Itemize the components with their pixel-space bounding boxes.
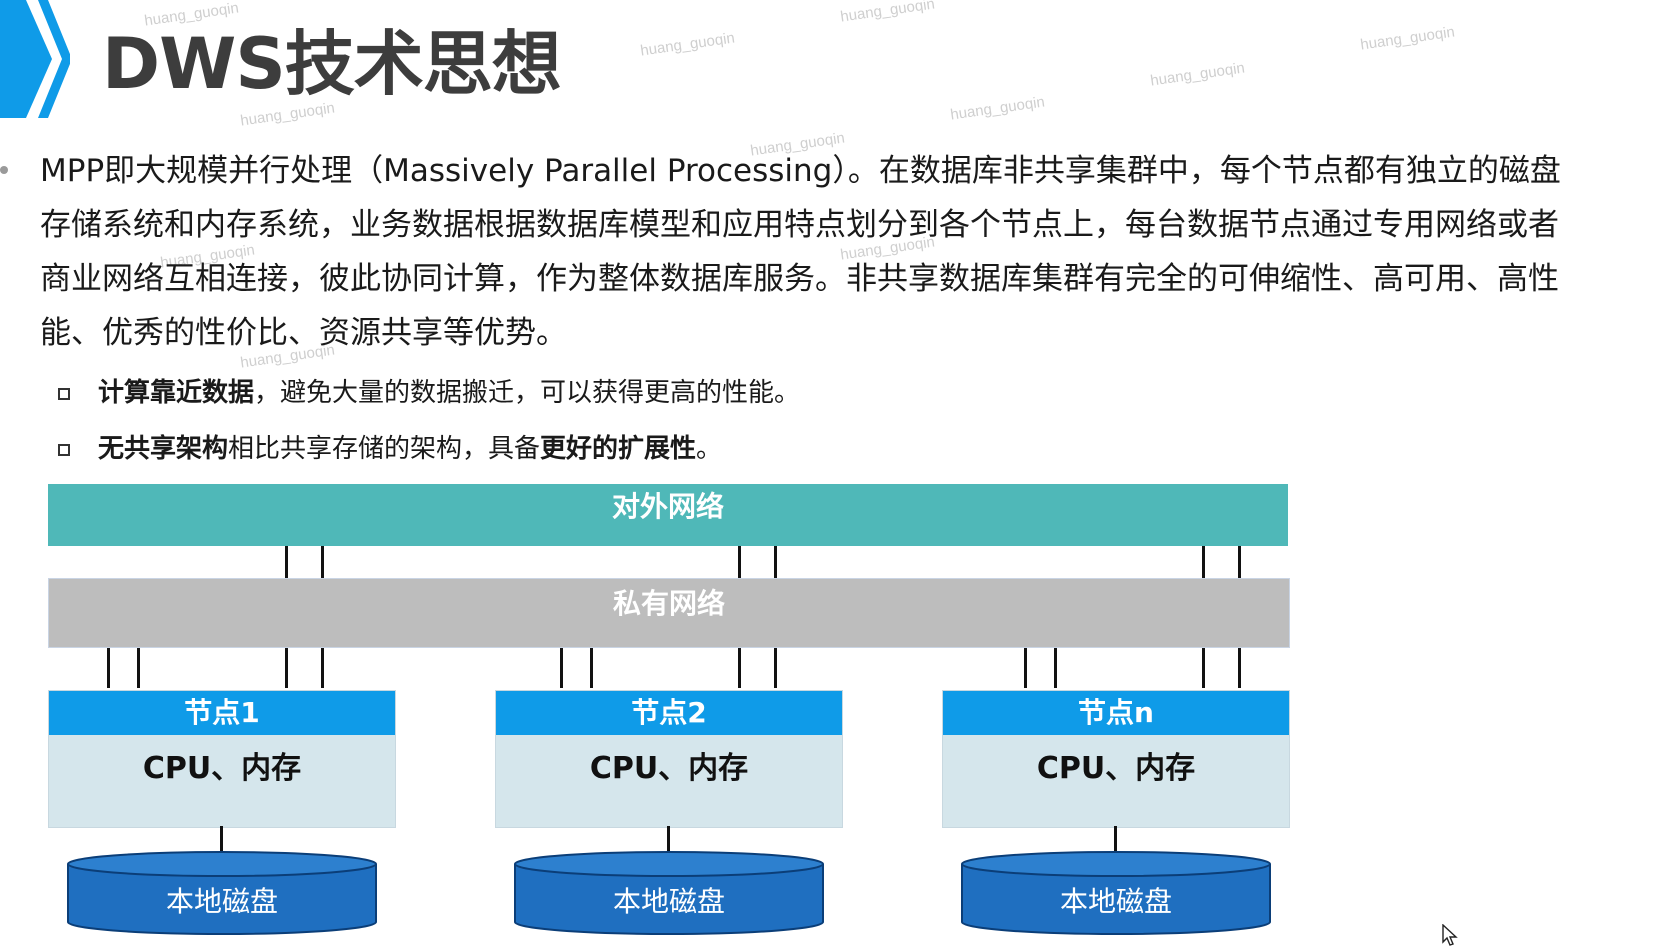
connector-line [560,648,563,688]
connector-line [1054,648,1057,688]
connector-line [774,546,777,578]
square-bullet-icon [58,387,70,400]
sub-bullet-text: 相比共享存储的架构，具备 [228,434,541,464]
connector-line [107,648,110,688]
external-network-bar: 对外网络 [48,484,1288,546]
local-disk: 本地磁盘 [960,850,1272,936]
connector-line [738,546,741,578]
connector-line [1238,546,1241,578]
disk-label: 本地磁盘 [612,885,725,918]
watermark: huang_guoqin [949,93,1046,124]
sub-bullet-bold: 更好的扩展性 [540,434,697,464]
connector-line [1202,648,1205,688]
connector-line [321,546,324,578]
disk-label: 本地磁盘 [165,885,278,918]
paragraph-line: 存储系统和内存系统，业务数据根据数据库模型和应用特点划分到各个节点上，每台数据节… [40,207,1559,243]
connector-line [321,648,324,688]
disk-cylinder-icon [67,851,377,935]
disk-cylinder-icon [961,851,1271,935]
watermark: huang_guoqin [639,29,736,60]
paragraph-line: 商业网络互相连接，彼此协同计算，作为整体数据库服务。非共享数据库集群有完全的可伸… [40,261,1559,297]
paragraph-line: MPP即大规模并行处理（Massively Parallel Processin… [40,153,1561,189]
connector-line [1024,648,1027,688]
connector-line [220,826,223,856]
connector-line [774,648,777,688]
double-chevron-icon [0,0,70,118]
node-header: 节点n [943,691,1289,735]
sub-bullet-text: 。 [696,434,723,464]
local-disk: 本地磁盘 [66,850,378,936]
intro-paragraph: MPP即大规模并行处理（Massively Parallel Processin… [40,144,1644,360]
sub-bullet: 计算靠近数据，避免大量的数据搬迁，可以获得更高的性能。 [58,372,800,409]
watermark: huang_guoqin [839,0,936,26]
watermark: huang_guoqin [1359,23,1456,54]
node-header: 节点2 [496,691,842,735]
sub-bullet-bold: 计算靠近数据 [98,378,255,408]
mouse-cursor-icon [1442,924,1458,946]
local-disk: 本地磁盘 [513,850,825,936]
bullet-dot-icon [0,166,8,174]
connector-line [667,826,670,856]
sub-bullet-bold: 无共享架构 [98,434,229,464]
node-box: 节点2 CPU、内存 [495,690,843,828]
connector-line [137,648,140,688]
node-box: 节点n CPU、内存 [942,690,1290,828]
connector-line [285,648,288,688]
connector-line [1238,648,1241,688]
disk-cylinder-icon [514,851,824,935]
node-resources: CPU、内存 [142,751,302,786]
node-resources: CPU、内存 [1036,751,1196,786]
node-header: 节点1 [49,691,395,735]
square-bullet-icon [58,443,70,456]
node-resources: CPU、内存 [589,751,749,786]
page-title: DWS技术思想 [102,23,562,105]
connector-line [285,546,288,578]
sub-bullet-text: ，避免大量的数据搬迁，可以获得更高的性能。 [254,378,801,408]
connector-line [1114,826,1117,856]
watermark: huang_guoqin [1149,59,1246,90]
node-box: 节点1 CPU、内存 [48,690,396,828]
private-network-bar: 私有网络 [48,578,1290,648]
connector-line [590,648,593,688]
sub-bullet: 无共享架构相比共享存储的架构，具备更好的扩展性。 [58,428,722,465]
disk-label: 本地磁盘 [1059,885,1172,918]
connector-line [1202,546,1205,578]
connector-line [738,648,741,688]
paragraph-line: 能、优秀的性价比、资源共享等优势。 [40,315,567,351]
